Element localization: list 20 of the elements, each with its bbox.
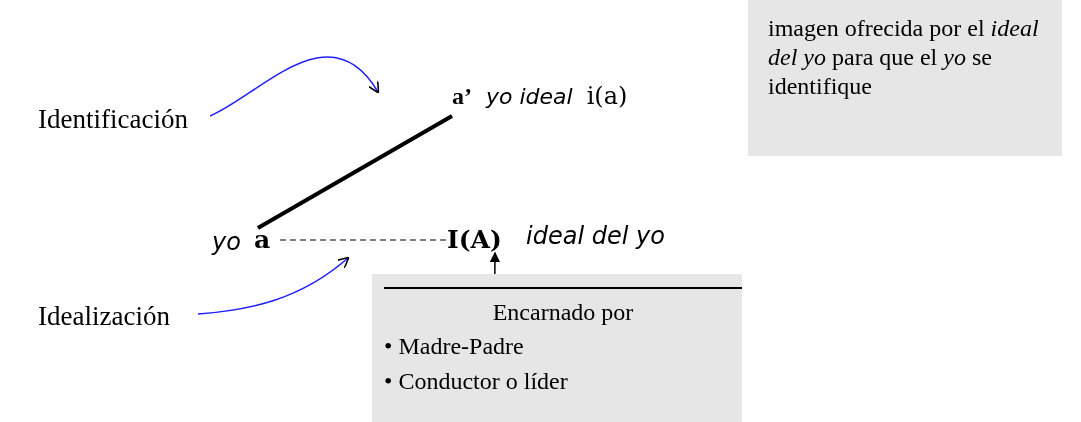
list-heading: Encarnado por <box>491 298 635 327</box>
node-caption: yo <box>212 227 241 258</box>
list-item: • Conductor o líder <box>384 367 569 396</box>
term-label: Idealización <box>38 297 198 335</box>
note-box <box>748 0 1062 156</box>
list-item: • Madre-Padre <box>384 332 525 361</box>
symbol-label: a’ <box>452 82 472 111</box>
arrow <box>197 256 350 315</box>
list-box <box>372 274 742 422</box>
node-caption: ideal del yo <box>526 221 665 252</box>
symbol-label: i(a) <box>586 81 628 112</box>
line <box>256 114 453 230</box>
term-label: yo ideal <box>486 83 573 111</box>
term-label: Identificación <box>38 100 210 138</box>
symbol-label: I(A) <box>447 220 519 260</box>
dashed-line <box>279 239 448 241</box>
arrow <box>209 56 380 117</box>
arrow <box>489 251 501 275</box>
symbol-label: a <box>254 220 280 260</box>
note-text: imagen ofrecida por el ideal del yo para que el yo se identifique <box>768 14 1040 101</box>
